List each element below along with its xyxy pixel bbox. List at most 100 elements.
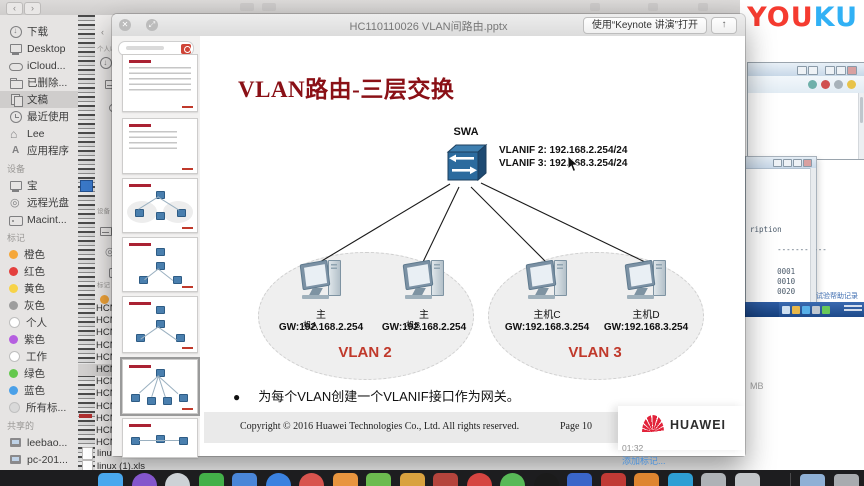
dock-app-icon[interactable] bbox=[734, 473, 760, 486]
sidebar-item[interactable]: 应用程序 bbox=[0, 142, 78, 159]
sidebar-shared-item[interactable]: leebao... bbox=[0, 434, 78, 451]
close-icon[interactable] bbox=[803, 159, 812, 167]
scrollbar[interactable] bbox=[858, 93, 864, 159]
minimize-icon[interactable] bbox=[825, 66, 835, 75]
minimize-icon[interactable] bbox=[773, 159, 782, 167]
sidebar-tag-item[interactable]: 所有标... bbox=[0, 399, 78, 416]
sidebar-item[interactable]: 已删除... bbox=[0, 74, 78, 91]
file-list-item[interactable]: HCN bbox=[96, 437, 117, 449]
sidebar-tag-item[interactable]: 灰色 bbox=[0, 297, 78, 314]
sidebar-device-item[interactable]: Macint... bbox=[0, 211, 78, 228]
dock-app-icon[interactable] bbox=[165, 473, 190, 486]
file-list-item[interactable]: HCN bbox=[96, 388, 117, 400]
add-tags-link[interactable]: 添加标记... bbox=[622, 456, 666, 466]
tray-icon[interactable] bbox=[812, 305, 820, 314]
view-options-icon[interactable] bbox=[240, 3, 254, 11]
file-list-item[interactable]: HCN bbox=[96, 315, 117, 327]
sidebar-item[interactable]: iCloud... bbox=[0, 57, 78, 74]
maximize-icon[interactable] bbox=[836, 66, 846, 75]
sidebar-tag-item[interactable]: 工作 bbox=[0, 348, 78, 365]
toolbar-menu-icon[interactable] bbox=[808, 66, 818, 75]
dock-app-icon[interactable] bbox=[265, 473, 291, 486]
dock-app-icon[interactable] bbox=[667, 473, 693, 486]
share-button[interactable]: ↑ bbox=[711, 17, 737, 34]
dock-app-icon[interactable] bbox=[299, 473, 324, 486]
toolbar-icon[interactable] bbox=[808, 80, 817, 89]
file-list-item[interactable]: HCN bbox=[96, 303, 117, 314]
toolbar-icon[interactable] bbox=[847, 80, 856, 89]
slide-thumbnail-selected[interactable] bbox=[120, 357, 200, 416]
dock-app-icon[interactable] bbox=[198, 473, 224, 486]
forward-button[interactable]: › bbox=[24, 2, 41, 15]
scrollbar[interactable] bbox=[810, 168, 816, 305]
sidebar-tag-item[interactable]: 黄色 bbox=[0, 280, 78, 297]
toolbar-icon[interactable] bbox=[834, 80, 843, 89]
file-list-item[interactable]: HCN bbox=[96, 339, 117, 351]
toolbar-icon[interactable] bbox=[821, 80, 830, 89]
dock-app-icon[interactable] bbox=[366, 473, 391, 486]
sidebar-shared-item[interactable]: pc-201... bbox=[0, 451, 78, 468]
file-list-item[interactable]: HCN bbox=[96, 351, 117, 363]
dock-app-icon[interactable] bbox=[232, 473, 257, 486]
arrange-icon[interactable] bbox=[262, 3, 276, 11]
host-b-label: 主 GW:192.168.2.254 机B bbox=[381, 310, 467, 333]
tray-icon[interactable] bbox=[792, 305, 800, 314]
sidebar-item[interactable]: Desktop bbox=[0, 40, 78, 57]
file-list-item[interactable]: HCN bbox=[96, 400, 117, 412]
help-link[interactable]: 试验帮助记录 bbox=[816, 293, 858, 300]
close-button[interactable]: ✕ bbox=[119, 19, 131, 31]
dock-app-icon[interactable] bbox=[600, 473, 626, 486]
slide-thumbnail[interactable] bbox=[122, 54, 198, 112]
sidebar-item[interactable]: Lee bbox=[0, 125, 78, 142]
sidebar-tag-item[interactable]: 绿色 bbox=[0, 365, 78, 382]
back-button[interactable]: ‹ bbox=[6, 2, 23, 15]
dock-app-icon[interactable] bbox=[500, 473, 525, 486]
dock-app-icon[interactable] bbox=[567, 473, 592, 486]
dock-trash-icon[interactable] bbox=[834, 474, 859, 486]
sidebar-tag-item[interactable]: 个人 bbox=[0, 314, 78, 331]
sidebar-item[interactable]: 最近使用 bbox=[0, 108, 78, 125]
sidebar-tag-item[interactable]: 橙色 bbox=[0, 246, 78, 263]
restore-icon[interactable] bbox=[783, 159, 792, 167]
orange-tag-icon[interactable] bbox=[100, 295, 109, 304]
quicklook-titlebar[interactable]: ✕ ⤢ HC110110026 VLAN间路由.pptx 使用“Keynote … bbox=[112, 14, 745, 37]
slide-thumbnail[interactable] bbox=[122, 237, 198, 292]
slide-thumbnail[interactable] bbox=[122, 178, 198, 233]
sidebar-item[interactable]: 下载 bbox=[0, 23, 78, 40]
file-list-item[interactable]: HCN bbox=[96, 376, 117, 388]
open-with-keynote-button[interactable]: 使用“Keynote 讲演”打开 bbox=[582, 17, 707, 34]
dock-app-icon[interactable] bbox=[399, 473, 425, 486]
maximize-icon[interactable] bbox=[793, 159, 802, 167]
file-list-item[interactable]: HCN bbox=[96, 424, 117, 436]
dock-app-icon[interactable] bbox=[332, 473, 358, 486]
sidebar-tag-item[interactable]: 红色 bbox=[0, 263, 78, 280]
sidebar-device-item[interactable]: 远程光盘 bbox=[0, 194, 78, 211]
slide-thumbnail[interactable] bbox=[122, 118, 198, 174]
tray-icon[interactable] bbox=[802, 305, 810, 314]
file-list-item[interactable]: HCN bbox=[96, 412, 117, 424]
dock-app-icon[interactable] bbox=[466, 473, 492, 486]
tray-icon[interactable] bbox=[782, 305, 790, 314]
fullscreen-button[interactable]: ⤢ bbox=[146, 19, 158, 31]
slide-thumbnail[interactable] bbox=[122, 418, 198, 458]
qq-icon[interactable] bbox=[533, 473, 559, 486]
sidebar-tag-item[interactable]: 蓝色 bbox=[0, 382, 78, 399]
tray-icon[interactable] bbox=[822, 305, 830, 314]
toolbar-menu-icon[interactable] bbox=[797, 66, 807, 75]
file-list-item[interactable]: HCN bbox=[96, 327, 117, 339]
dock-app-icon[interactable] bbox=[433, 473, 458, 486]
sidebar-tag-item[interactable]: 紫色 bbox=[0, 331, 78, 348]
launchpad-icon[interactable] bbox=[131, 473, 157, 486]
back-chevron-icon[interactable]: ‹ bbox=[101, 27, 104, 37]
slide-thumbnail[interactable] bbox=[122, 296, 198, 353]
tags-toolbar-icon[interactable] bbox=[648, 3, 658, 11]
sidebar-device-item[interactable]: 宝 bbox=[0, 177, 78, 194]
share-toolbar-icon[interactable] bbox=[590, 3, 600, 11]
dock-folder-icon[interactable] bbox=[800, 474, 825, 486]
action-gear-icon[interactable] bbox=[698, 3, 708, 11]
dock-app-icon[interactable] bbox=[634, 473, 659, 486]
close-icon[interactable] bbox=[847, 66, 857, 75]
dock-app-icon[interactable] bbox=[701, 473, 726, 486]
finder-icon[interactable] bbox=[98, 473, 123, 486]
sidebar-item[interactable]: 文稿 bbox=[0, 91, 78, 108]
